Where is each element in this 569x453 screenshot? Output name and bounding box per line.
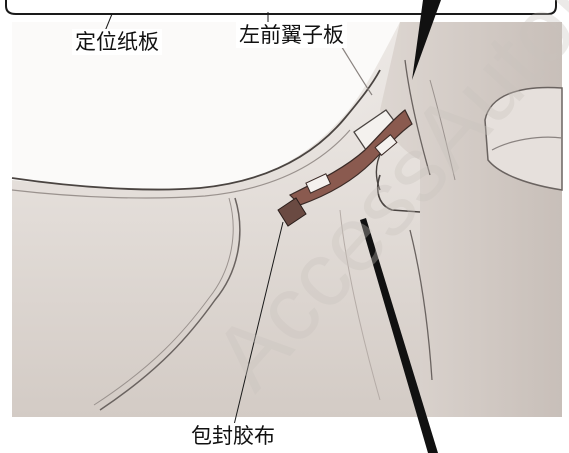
tape-clip-2 bbox=[374, 134, 398, 156]
fender-edge-line bbox=[11, 69, 381, 191]
callout-frame bbox=[5, 0, 557, 15]
tape-clip-1 bbox=[305, 173, 332, 194]
harness-wire bbox=[99, 197, 241, 411]
pointer-wedge-bottom bbox=[360, 218, 438, 453]
pointer-wedge-top bbox=[412, 0, 441, 80]
front-left-fender-label: 左前翼子板 bbox=[236, 22, 347, 48]
locating-board-label: 定位纸板 bbox=[72, 29, 162, 55]
leader-sealing-tape bbox=[233, 221, 284, 426]
sealing-tape-label: 包封胶布 bbox=[188, 423, 278, 449]
tape-end-block bbox=[277, 197, 307, 227]
fender-upper-surface bbox=[12, 22, 400, 189]
door-gap-line bbox=[376, 174, 421, 213]
side-mirror bbox=[484, 86, 563, 191]
